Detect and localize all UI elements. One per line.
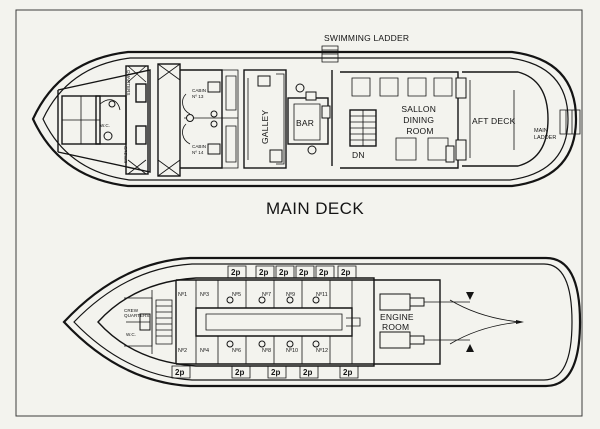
engine-room-line-1: ENGINE <box>380 312 414 322</box>
engine-room-line-2: ROOM <box>382 322 409 332</box>
saloon-line-3: ROOM <box>406 126 433 136</box>
cabin-label-bottom: Nº4 <box>200 347 209 354</box>
main-ladder-line-1: MAIN <box>534 128 548 134</box>
swimming-ladder-label: SWIMMING LADDER <box>324 33 409 43</box>
cabin-labels-bottom: Nº2 Nº4 Nº6 Nº8 Nº10 Nº12 <box>178 347 328 354</box>
crew-quarters-line-2: QUARTERS <box>124 313 149 318</box>
cabin-13-line-2: Nº 13 <box>192 94 204 99</box>
cabin-label-top: Nº11 <box>316 291 328 298</box>
down-stairs-label: DN <box>352 150 365 160</box>
cabin-label-bottom: Nº6 <box>232 347 241 354</box>
lower-deck-hull-outer <box>62 256 582 388</box>
cabin-14-line-1: CABIN <box>192 144 206 149</box>
berth-label: 2p <box>319 268 328 277</box>
cabin-14-line-2: Nº 14 <box>192 150 204 155</box>
berth-label: 2p <box>259 268 268 277</box>
main-deck-title: MAIN DECK <box>266 199 364 218</box>
lower-deck-hull-inner <box>73 263 573 381</box>
galley-label: GALLEY <box>260 110 270 144</box>
main-deck-plan: SWIMMING LADDER QUARTERS CREWS W.C. CABI… <box>31 33 581 188</box>
cabin-labels-top: Nº1 Nº3 Nº5 Nº7 Nº9 Nº11 <box>178 291 328 298</box>
main-ladder-line-2: LADDER <box>534 135 556 141</box>
lower-deck-plan: CREW QUARTERS W.C. Nº1 Nº3 Nº5 Nº7 Nº9 Nº11 N… <box>62 256 582 388</box>
main-deck-wc-label: W.C. <box>100 123 110 128</box>
quarters-label: QUARTERS <box>126 70 131 95</box>
cabin-label-bottom: Nº2 <box>178 347 187 354</box>
berth-label: 2p <box>299 268 308 277</box>
berth-label: 2p <box>231 268 240 277</box>
cabin-14-label: CABIN Nº 14 <box>192 144 207 155</box>
aft-deck-label: AFT DECK <box>472 116 516 126</box>
cabin-label-top: Nº9 <box>286 291 295 298</box>
cabin-label-bottom: Nº12 <box>316 347 328 354</box>
cabin-label-top: Nº7 <box>262 291 271 298</box>
cabin-label-bottom: Nº10 <box>286 347 298 354</box>
cabin-13-line-1: CABIN <box>192 88 206 93</box>
cabin-label-top: Nº5 <box>232 291 241 298</box>
berth-label: 2p <box>303 368 312 377</box>
cabin-label-bottom: Nº8 <box>262 347 271 354</box>
cabin-label-top: Nº3 <box>200 291 209 298</box>
berth-labels: 2p 2p 2p 2p 2p 2p 2p 2p 2p 2p 2p <box>175 268 352 377</box>
berth-label: 2p <box>235 368 244 377</box>
stern-rudder <box>449 299 521 345</box>
main-ladder-label: MAIN LADDER <box>534 128 556 141</box>
crews-label: CREWS <box>123 146 128 163</box>
swimming-ladder-marker <box>321 45 339 63</box>
berth-label: 2p <box>279 268 288 277</box>
berth-label: 2p <box>271 368 280 377</box>
berth-label: 2p <box>341 268 350 277</box>
saloon-line-2: DINING <box>403 115 434 125</box>
berth-label: 2p <box>175 368 184 377</box>
cabin-label-top: Nº1 <box>178 291 187 298</box>
main-deck-hull-inner <box>42 57 569 181</box>
lower-wc-label: W.C. <box>126 332 136 337</box>
crew-quarters-line-1: CREW <box>124 308 139 313</box>
berth-label: 2p <box>343 368 352 377</box>
bar-label: BAR <box>296 118 314 128</box>
crew-quarters-label: CREW QUARTERS <box>124 308 149 318</box>
saloon-line-1: SALLON <box>401 104 436 114</box>
page-frame <box>15 9 583 417</box>
main-deck-hull-outer <box>31 50 578 188</box>
cabin-13-label: CABIN Nº 13 <box>192 88 207 99</box>
saloon-label: SALLON DINING ROOM <box>401 104 438 136</box>
engine-room-label: ENGINE ROOM <box>380 312 416 332</box>
